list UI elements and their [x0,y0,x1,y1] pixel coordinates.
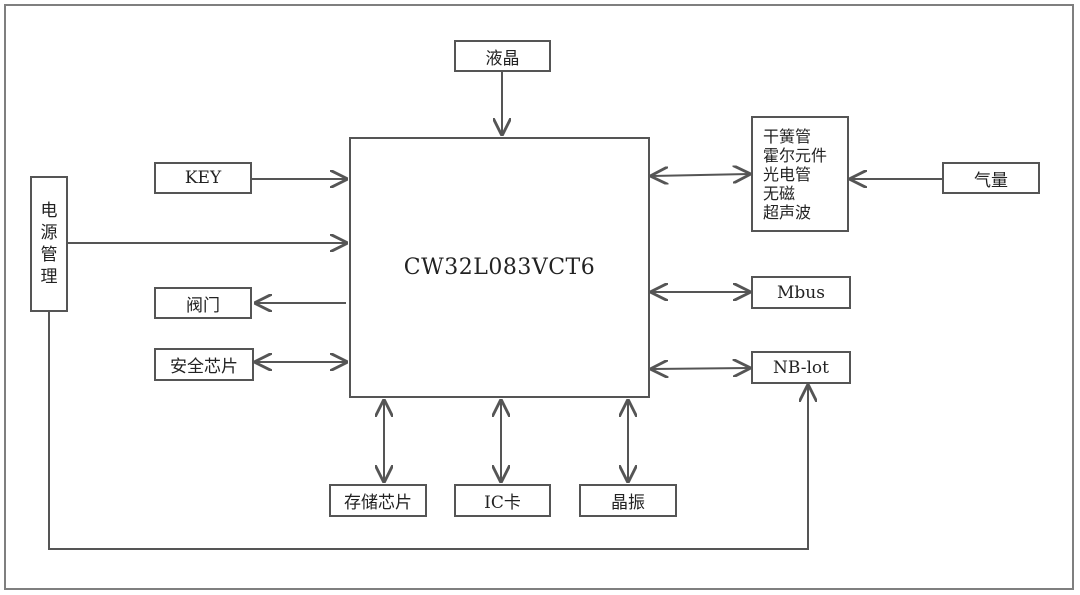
key-label: KEY [184,168,222,188]
valve-label: 阀门 [186,295,220,316]
lcd-block: 液晶 [454,40,551,72]
mcu-label: CW32L083VCT6 [403,255,596,280]
nbiot-label: NB-lot [773,357,829,378]
wire-power-to-nbiot [48,312,808,550]
sensors-block: 干簧管 霍尔元件 光电管 无磁 超声波 [751,116,849,232]
power-management-block: 电 源 管 理 [30,176,68,312]
mcu-block: CW32L083VCT6 [349,137,650,398]
sensor-item: 无磁 [763,183,796,203]
key-block: KEY [154,162,252,194]
security-chip-block: 安全芯片 [154,348,254,381]
sensor-item: 干簧管 [763,126,812,146]
security-chip-label: 安全芯片 [170,357,238,377]
mbus-label: Mbus [777,282,825,303]
power-label-char: 源 [40,223,58,243]
ic-card-label: IC卡 [484,493,521,513]
mbus-block: Mbus [751,276,851,309]
gas-meter-label: 气量 [974,170,1008,191]
wire-sensors-mcu [652,174,749,176]
power-label-char: 管 [40,245,58,265]
storage-chip-label: 存储芯片 [344,493,412,513]
power-label-char: 理 [40,267,58,287]
ic-card-block: IC卡 [454,484,551,517]
crystal-label: 晶振 [611,493,645,513]
crystal-block: 晶振 [579,484,677,517]
wire-nbiot-mcu [652,368,749,369]
nbiot-block: NB-lot [751,351,851,384]
diagram-frame [4,4,1074,590]
lcd-label: 液晶 [485,48,520,69]
storage-chip-block: 存储芯片 [329,484,427,517]
sensor-item: 霍尔元件 [763,145,828,165]
sensor-item: 光电管 [763,164,812,184]
valve-block: 阀门 [154,287,252,319]
gas-meter-block: 气量 [942,162,1040,194]
sensor-item: 超声波 [763,202,812,222]
power-label-char: 电 [40,201,58,221]
